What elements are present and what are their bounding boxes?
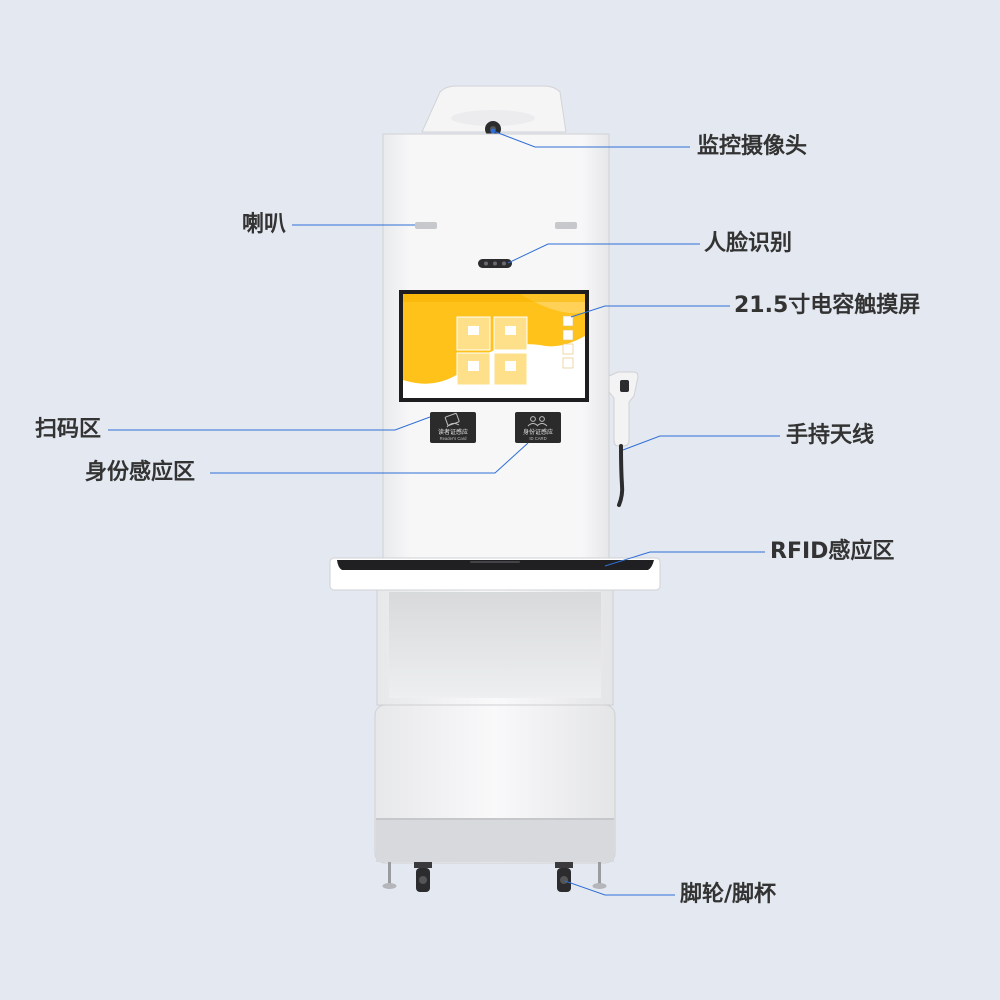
caster-right <box>555 862 573 892</box>
shelf-opening <box>389 592 601 698</box>
leader-touch <box>570 305 730 318</box>
id-card-en: ID CARD <box>529 436 546 441</box>
label-caster: 脚轮/脚杯 <box>680 882 777 907</box>
foot-cup-right <box>592 862 607 889</box>
handheld-antenna <box>608 371 639 507</box>
leader-camera <box>492 130 690 148</box>
label-antenna: 手持天线 <box>786 423 875 448</box>
leader-lines <box>108 128 780 896</box>
label-speaker: 喇叭 <box>242 212 287 237</box>
leader-id <box>210 442 529 474</box>
rfid-desk <box>329 557 661 591</box>
leader-face <box>507 243 700 264</box>
hand-card-icon <box>444 412 460 428</box>
leader-rfid <box>604 551 765 567</box>
label-face: 人脸识别 <box>704 231 793 256</box>
label-camera: 监控摄像头 <box>697 134 808 159</box>
label-rfid: RFID感应区 <box>770 539 895 564</box>
foot-cup-left <box>382 862 397 889</box>
label-scan: 扫码区 <box>35 417 102 442</box>
id-card-pad: 身份证感应 ID CARD <box>515 412 561 443</box>
screen-tile <box>456 352 491 386</box>
leader-caster <box>564 880 675 896</box>
reader-card-en: Reader's Card <box>440 436 468 441</box>
screen-tile <box>493 316 528 351</box>
touch-screen <box>399 290 589 402</box>
leader-antenna <box>622 435 780 451</box>
leader-scan <box>108 416 431 431</box>
id-card-cn: 身份证感应 <box>523 428 553 436</box>
reader-card-pad: 读者证感应 Reader's Card <box>430 412 476 443</box>
label-id: 身份感应区 <box>85 460 196 485</box>
people-icon <box>527 416 548 427</box>
screen-tile <box>456 316 491 351</box>
speaker-grille-right <box>555 222 577 229</box>
caster-left <box>414 862 432 892</box>
reader-card-cn: 读者证感应 <box>438 428 468 436</box>
speaker-grille-left <box>415 222 437 229</box>
label-touch: 21.5寸电容触摸屏 <box>734 293 921 318</box>
cabinet-base-band <box>376 818 614 862</box>
camera-head <box>421 85 567 137</box>
screen-tile <box>493 352 528 386</box>
